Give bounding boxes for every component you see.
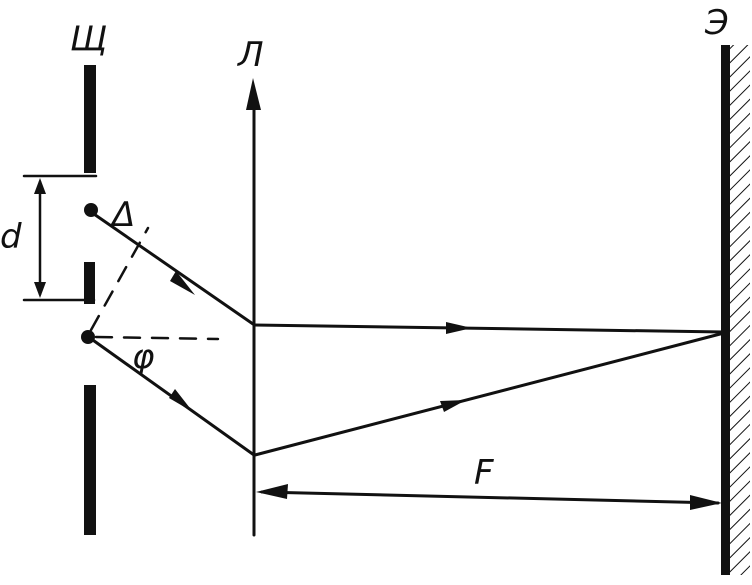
rays [88,210,726,457]
slit-wall-middle [84,262,95,304]
slit-width-marker [22,174,98,302]
label-path-difference: Δ [109,195,135,235]
label-angle: φ [132,337,155,377]
ray-top-to-lens [89,210,255,326]
label-screen: Э [704,3,729,43]
label-lens: Л [236,35,264,75]
slit-screen [84,65,96,535]
ray-top-arrow-icon [170,271,195,295]
d-arrow-down [34,282,46,298]
ray-lens-to-screen-oblique [253,331,726,457]
observation-screen [721,45,750,575]
screen-surface [721,45,730,575]
d-arrow-up [34,178,46,194]
lens-arrow-icon [246,78,261,110]
path-difference-dashed-line [89,226,150,332]
slit-wall-top [84,65,96,173]
screen-hatching [730,45,750,575]
f-arrow-right [690,495,722,510]
focal-length-marker [256,484,722,510]
lens [246,78,261,537]
label-slit-width: d [0,217,22,257]
ray-bottom-arrow-icon [169,389,193,412]
ray-lens-to-screen-horizontal [252,323,726,334]
f-arrow-left [256,484,288,499]
slit-wall-bottom [84,385,96,535]
normal-dashed-line [94,335,220,341]
label-focal-length: F [474,453,494,493]
ray-oblique-arrow-icon [440,400,466,412]
label-slit: Щ [70,19,107,59]
ray-horizontal-arrow-icon [446,322,472,334]
